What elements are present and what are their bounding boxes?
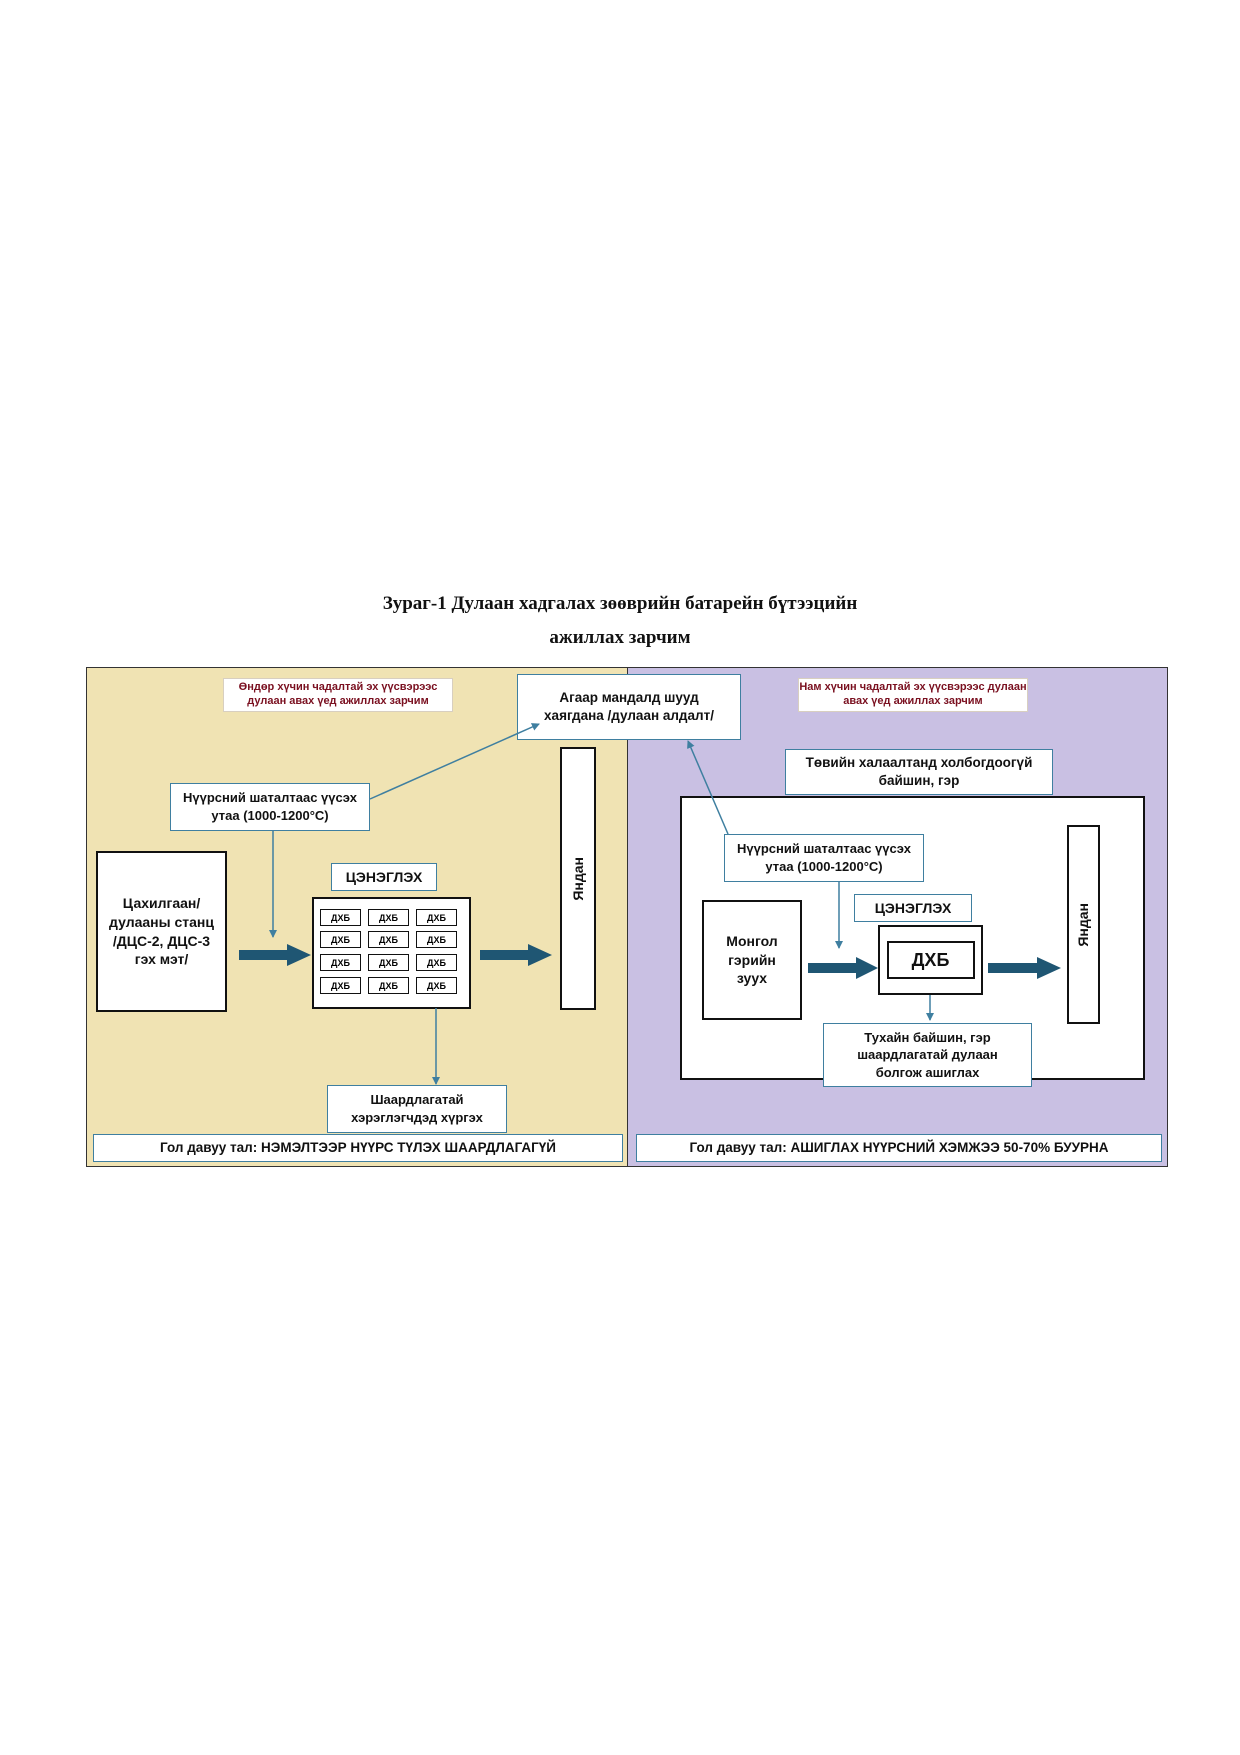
battery-cell: ДХБ (320, 909, 361, 926)
right-battery-box: ДХБ (886, 941, 975, 979)
left-advantage-banner: Гол давуу тал: НЭМЭЛТЭЭР НҮҮРС ТҮЛЭХ ШАА… (93, 1134, 623, 1162)
right-panel-header: Нам хүчин чадалтай эх үүсвэрээс дулаан а… (798, 678, 1028, 712)
right-chimney-label: Яндан (1075, 902, 1092, 947)
battery-cell: ДХБ (368, 977, 409, 994)
power-station-box: Цахилгаан/ дулааны станц /ДЦС-2, ДЦС-3 г… (96, 851, 227, 1012)
building-label: Төвийн халаалтанд холбогдоогүй байшин, г… (785, 749, 1053, 795)
right-smoke-label: Нүүрсний шаталтаас үүсэх утаа (1000-1200… (724, 834, 924, 882)
air-loss-label: Агаар мандалд шууд хаягдана /дулаан алда… (517, 674, 741, 740)
usage-label: Тухайн байшин, гэр шаардлагатай дулаан б… (823, 1023, 1032, 1087)
right-advantage-banner: Гол давуу тал: АШИГЛАХ НҮҮРСНИЙ ХЭМЖЭЭ 5… (636, 1134, 1162, 1162)
battery-cell: ДХБ (416, 954, 457, 971)
right-charging-label: ЦЭНЭГЛЭХ (854, 894, 972, 922)
battery-cell: ДХБ (368, 931, 409, 948)
right-chimney: Яндан (1067, 825, 1100, 1024)
battery-cell: ДХБ (416, 977, 457, 994)
left-panel-header: Өндөр хүчин чадалтай эх үүсвэрээс дулаан… (223, 678, 453, 712)
battery-cell: ДХБ (416, 931, 457, 948)
delivery-label: Шаардлагатай хэрэглэгчдэд хүргэх (327, 1085, 507, 1133)
left-smoke-label: Нүүрсний шаталтаас үүсэх утаа (1000-1200… (170, 783, 370, 831)
diagram-figure: Өндөр хүчин чадалтай эх үүсвэрээс дулаан… (86, 667, 1168, 1167)
right-panel: Нам хүчин чадалтай эх үүсвэрээс дулаан а… (627, 668, 1167, 1166)
right-battery-outer: ДХБ (878, 925, 983, 995)
battery-cell: ДХБ (368, 909, 409, 926)
figure-caption-line1: Зураг-1 Дулаан хадгалах зөөврийн батарей… (382, 593, 858, 614)
battery-cell: ДХБ (416, 909, 457, 926)
battery-cell: ДХБ (320, 977, 361, 994)
figure-caption-line2: ажиллах зарчим (549, 627, 691, 648)
left-chimney: Яндан (560, 747, 596, 1010)
stove-box: Монгол гэрийн зуух (702, 900, 802, 1020)
left-chimney-label: Яндан (569, 856, 586, 901)
battery-cell: ДХБ (320, 954, 361, 971)
left-charging-label: ЦЭНЭГЛЭХ (331, 863, 437, 891)
left-panel: Өндөр хүчин чадалтай эх үүсвэрээс дулаан… (87, 668, 627, 1166)
battery-array: ДХБ ДХБ ДХБ ДХБ ДХБ ДХБ ДХБ ДХБ ДХБ ДХБ … (312, 897, 471, 1009)
battery-cell: ДХБ (368, 954, 409, 971)
battery-cell: ДХБ (320, 931, 361, 948)
